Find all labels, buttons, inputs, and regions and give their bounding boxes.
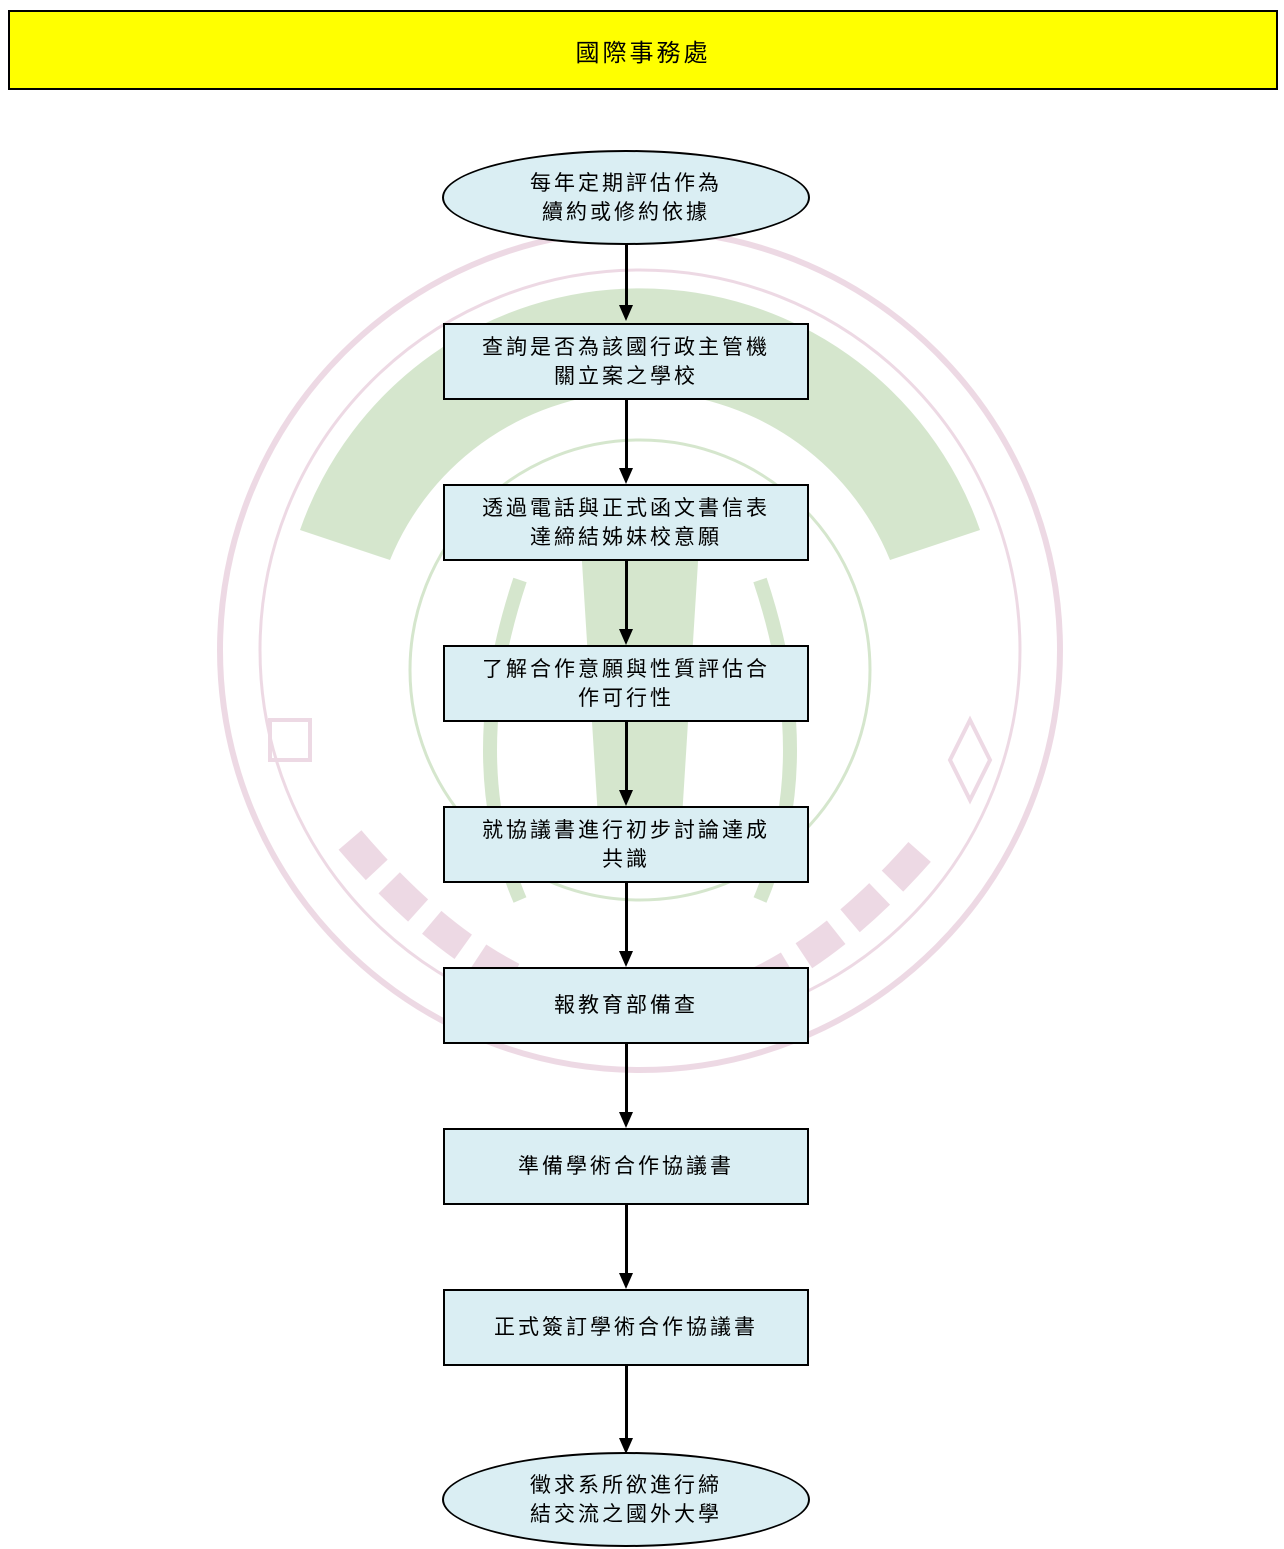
flow-start-node: 每年定期評估作為 續約或修約依據 (442, 150, 810, 245)
flow-step-2: 透過電話與正式函文書信表 達締結姊妹校意願 (443, 484, 809, 561)
flow-step-7: 正式簽訂學術合作協議書 (443, 1289, 809, 1366)
flow-step-4: 就協議書進行初步討論達成 共識 (443, 806, 809, 883)
flow-step-6: 準備學術合作協議書 (443, 1128, 809, 1205)
flow-step-1: 查詢是否為該國行政主管機 關立案之學校 (443, 323, 809, 400)
flow-step-3: 了解合作意願與性質評估合 作可行性 (443, 645, 809, 722)
page-header: 國際事務處 (8, 10, 1278, 90)
flow-end-node: 徵求系所欲進行締 結交流之國外大學 (442, 1452, 810, 1547)
header-title: 國際事務處 (575, 38, 711, 67)
flow-step-5: 報教育部備查 (443, 967, 809, 1044)
